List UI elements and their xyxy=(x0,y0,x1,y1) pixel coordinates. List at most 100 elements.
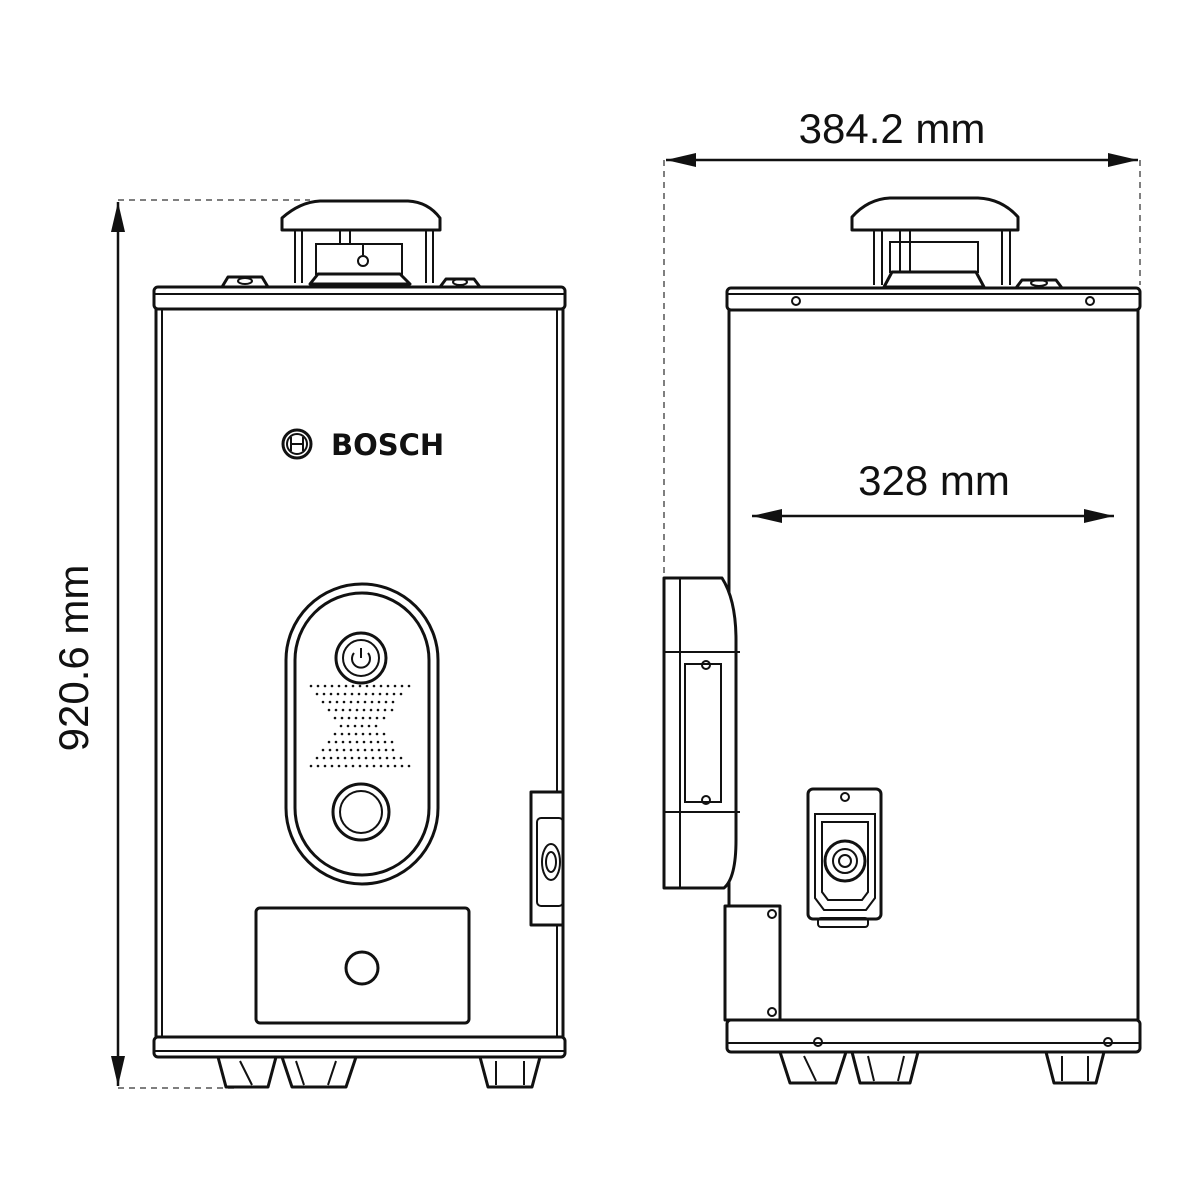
speaker-dot xyxy=(391,700,395,704)
speaker-dot xyxy=(382,732,386,736)
speaker-dot xyxy=(379,684,383,688)
speaker-dot xyxy=(333,716,337,720)
speaker-dot xyxy=(336,692,340,696)
speaker-dot xyxy=(342,700,346,704)
speaker-dot xyxy=(365,764,369,768)
front-vent-cap xyxy=(220,199,482,289)
speaker-dot xyxy=(384,700,388,704)
speaker-dot xyxy=(372,764,376,768)
speaker-dot xyxy=(334,740,338,744)
speaker-dot xyxy=(348,740,352,744)
speaker-dot xyxy=(393,684,397,688)
side-vent-cap xyxy=(850,196,1064,290)
speaker-dot xyxy=(329,692,333,696)
speaker-dot xyxy=(371,692,375,696)
depth-dimension: 384.2 mm xyxy=(663,105,1141,580)
speaker-dot xyxy=(343,756,347,760)
speaker-dot xyxy=(370,700,374,704)
speaker-dot xyxy=(315,756,319,760)
speaker-dot xyxy=(360,724,364,728)
side-top-rim xyxy=(725,286,1142,312)
height-dimension: 920.6 mm xyxy=(50,199,310,1089)
speaker-dot xyxy=(383,708,387,712)
speaker-dot xyxy=(375,732,379,736)
speaker-dot xyxy=(344,764,348,768)
speaker-dot xyxy=(341,708,345,712)
width-dimension: 328 mm xyxy=(752,457,1114,523)
speaker-dot xyxy=(309,764,313,768)
speaker-dot xyxy=(393,764,397,768)
control-knob[interactable] xyxy=(331,782,391,842)
speaker-dot xyxy=(315,692,319,696)
speaker-dot xyxy=(354,716,358,720)
speaker-dot xyxy=(400,764,404,768)
speaker-dot xyxy=(355,708,359,712)
speaker-dot xyxy=(378,756,382,760)
speaker-dot xyxy=(382,716,386,720)
speaker-dot xyxy=(335,700,339,704)
speaker-dot xyxy=(334,708,338,712)
speaker-dot xyxy=(358,684,362,688)
speaker-dot xyxy=(347,732,351,736)
speaker-dot xyxy=(340,716,344,720)
speaker-dot xyxy=(349,700,353,704)
speaker-dot xyxy=(339,724,343,728)
bosch-armature-icon xyxy=(281,428,313,460)
speaker-dot xyxy=(333,732,337,736)
speaker-dot xyxy=(367,724,371,728)
speaker-dot xyxy=(350,756,354,760)
speaker-dot xyxy=(371,756,375,760)
speaker-dot xyxy=(344,684,348,688)
speaker-dot xyxy=(363,700,367,704)
speaker-dot xyxy=(377,700,381,704)
speaker-dot xyxy=(337,684,341,688)
speaker-dot xyxy=(364,692,368,696)
speaker-dot xyxy=(356,700,360,704)
speaker-dot xyxy=(384,748,388,752)
speaker-dot xyxy=(372,684,376,688)
power-button[interactable] xyxy=(334,631,388,685)
speaker-dot xyxy=(321,748,325,752)
speaker-dot xyxy=(335,748,339,752)
speaker-dot xyxy=(358,764,362,768)
speaker-dot xyxy=(368,732,372,736)
speaker-dot xyxy=(378,692,382,696)
speaker-dot xyxy=(356,748,360,752)
speaker-dot xyxy=(362,740,366,744)
speaker-dot xyxy=(327,740,331,744)
speaker-dot xyxy=(386,764,390,768)
speaker-dot xyxy=(369,740,373,744)
speaker-dot xyxy=(329,756,333,760)
speaker-dot xyxy=(357,692,361,696)
speaker-dot xyxy=(347,716,351,720)
speaker-dot xyxy=(327,708,331,712)
speaker-dot xyxy=(377,748,381,752)
speaker-dot xyxy=(407,684,411,688)
speaker-dot xyxy=(340,732,344,736)
speaker-dot xyxy=(370,748,374,752)
speaker-dot xyxy=(322,756,326,760)
side-view: 328 mm xyxy=(662,196,1142,1085)
speaker-dot xyxy=(400,684,404,688)
speaker-dot xyxy=(362,708,366,712)
power-icon xyxy=(351,648,371,669)
speaker-dot xyxy=(392,756,396,760)
speaker-dot xyxy=(365,684,369,688)
speaker-dot xyxy=(322,692,326,696)
speaker-dot xyxy=(386,684,390,688)
brand-name: BOSCH xyxy=(331,428,444,462)
speaker-dot xyxy=(379,764,383,768)
side-feet xyxy=(778,1050,1106,1085)
speaker-dot xyxy=(385,756,389,760)
speaker-dot xyxy=(357,756,361,760)
speaker-dot xyxy=(390,708,394,712)
front-top-rim xyxy=(152,285,567,311)
control-panel-outer xyxy=(284,582,440,886)
speaker-dot xyxy=(355,740,359,744)
speaker-dot xyxy=(330,764,334,768)
speaker-dot xyxy=(376,740,380,744)
speaker-dot xyxy=(390,740,394,744)
front-feet xyxy=(216,1055,542,1089)
